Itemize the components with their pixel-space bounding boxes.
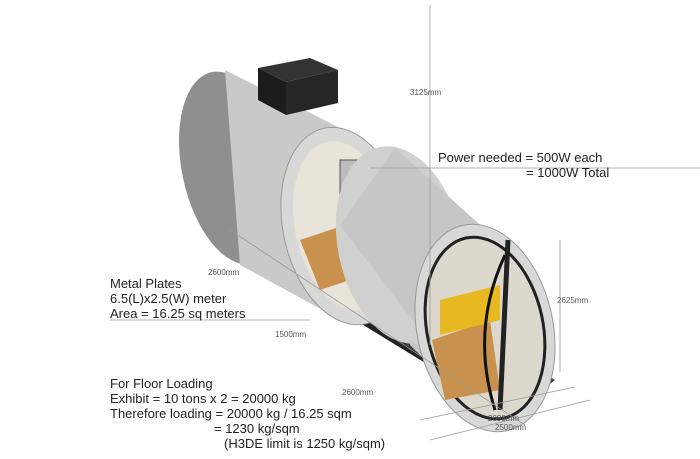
power-needed-line2: = 1000W Total <box>526 165 610 180</box>
front-pipe <box>335 146 556 433</box>
dimension-lines <box>110 5 700 441</box>
floor-loading-title: For Floor Loading <box>110 376 213 391</box>
ac-unit <box>258 58 338 115</box>
dimension-length-1: 2600mm <box>208 268 240 277</box>
floor-loading-formula: Therefore loading = 20000 kg / 16.25 sqm <box>110 406 352 421</box>
dimension-gap: 1500mm <box>275 330 307 339</box>
dimension-inner-width: 2098mm <box>488 414 520 423</box>
metal-plates-size: 6.5(L)x2.5(W) meter <box>110 291 227 306</box>
floor-loading-exhibit: Exhibit = 10 tons x 2 = 20000 kg <box>110 391 296 406</box>
floor-loading-limit: (H3DE limit is 1250 kg/sqm) <box>224 436 386 451</box>
dimension-length-2: 2600mm <box>342 388 374 397</box>
metal-plates-area: Area = 16.25 sq meters <box>110 306 246 321</box>
dimension-height-total: 3125mm <box>410 88 442 97</box>
floor-loading-result: = 1230 kg/sqm <box>214 421 300 436</box>
dimension-pipe-height: 2625mm <box>557 296 589 305</box>
metal-plates-title: Metal Plates <box>110 276 182 291</box>
power-needed-line1: Power needed = 500W each <box>438 150 603 165</box>
dimension-plate-width: 2500mm <box>495 423 527 432</box>
